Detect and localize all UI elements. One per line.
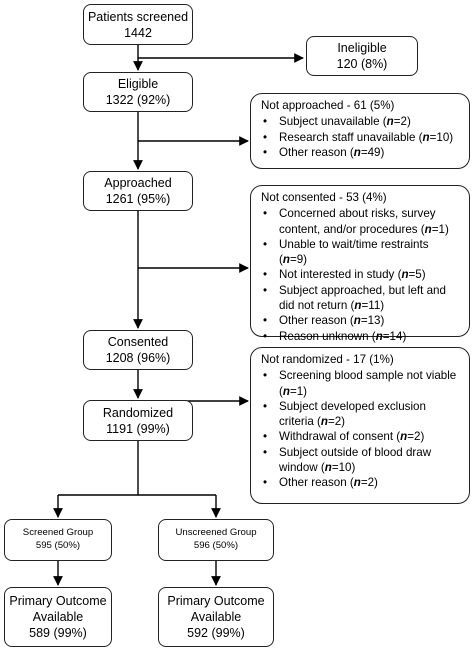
box-line1: Primary Outcome <box>167 593 265 608</box>
list-item: Subject outside of blood draw window (n=… <box>261 445 459 476</box>
box-label: Approached <box>104 176 172 190</box>
list-item: Subject developed exclusion criteria (n=… <box>261 399 459 430</box>
box-label: Randomized <box>102 405 174 420</box>
side-title: Not consented - 53 (4%) <box>261 191 387 204</box>
screened-group-box: Screened Group 595 (50%) <box>4 519 112 561</box>
reason-list: Screening blood sample not viable (n=1) … <box>261 368 459 491</box>
box-label: Eligible <box>117 77 159 91</box>
list-item: Concerned about risks, survey content, a… <box>261 206 459 237</box>
list-item: Not interested in study (n=5) <box>261 267 459 283</box>
box-value: 120 (8%) <box>336 57 388 71</box>
box-label: Ineligible <box>337 41 387 55</box>
list-item: Screening blood sample not viable (n=1) <box>261 368 459 399</box>
box-value: 1261 (95%) <box>105 192 171 206</box>
list-item: Subject unavailable (n=2) <box>261 114 459 130</box>
list-item: Reason unknown (n=14) <box>261 329 459 345</box>
list-item: Other reason (n=2) <box>261 475 459 491</box>
box-line1: Primary Outcome <box>9 593 107 608</box>
not-approached-box: Not approached - 61 (5%) Subject unavail… <box>250 93 470 169</box>
box-line2: Available <box>190 609 242 624</box>
box-value: 592 (99%) <box>187 626 245 641</box>
box-value: 1322 (92%) <box>105 93 171 107</box>
list-item: Withdrawal of consent (n=2) <box>261 429 459 445</box>
box-value: 595 (50%) <box>35 540 81 551</box>
consented-box: Consented 1208 (96%) <box>83 330 193 370</box>
reason-list: Subject unavailable (n=2) Research staff… <box>261 114 459 160</box>
eligible-box: Eligible 1322 (92%) <box>83 72 193 112</box>
box-line2: Available <box>32 609 84 624</box>
box-label: Consented <box>107 335 169 349</box>
box-value: 1191 (99%) <box>106 421 170 436</box>
not-consented-box: Not consented - 53 (4%) Concerned about … <box>250 185 470 344</box>
not-randomized-box: Not randomized - 17 (1%) Screening blood… <box>250 347 470 504</box>
list-item: Research staff unavailable (n=10) <box>261 130 459 146</box>
box-value: 589 (99%) <box>29 626 87 641</box>
list-item: Other reason (n=49) <box>261 145 459 161</box>
box-label: Patients screened <box>87 9 189 24</box>
patients-screened-box: Patients screened 1442 <box>83 4 193 45</box>
list-item: Unable to wait/time restraints (n=9) <box>261 237 459 268</box>
box-label: Unscreened Group <box>175 527 257 539</box>
reason-list: Concerned about risks, survey content, a… <box>261 206 459 344</box>
primary-outcome-screened-box: Primary Outcome Available 589 (99%) <box>4 587 112 647</box>
side-title: Not approached - 61 (5%) <box>261 99 395 112</box>
primary-outcome-unscreened-box: Primary Outcome Available 592 (99%) <box>158 587 274 647</box>
side-title: Not randomized - 17 (1%) <box>261 353 394 366</box>
box-label: Screened Group <box>22 527 94 539</box>
box-value: 1442 <box>124 25 152 40</box>
ineligible-box: Ineligible 120 (8%) <box>306 36 418 76</box>
box-value: 1208 (96%) <box>105 351 171 365</box>
list-item: Subject approached, but left and did not… <box>261 283 459 314</box>
list-item: Other reason (n=13) <box>261 313 459 329</box>
randomized-box: Randomized 1191 (99%) <box>83 400 193 441</box>
approached-box: Approached 1261 (95%) <box>83 171 193 211</box>
unscreened-group-box: Unscreened Group 596 (50%) <box>158 519 274 561</box>
box-value: 596 (50%) <box>193 540 239 551</box>
